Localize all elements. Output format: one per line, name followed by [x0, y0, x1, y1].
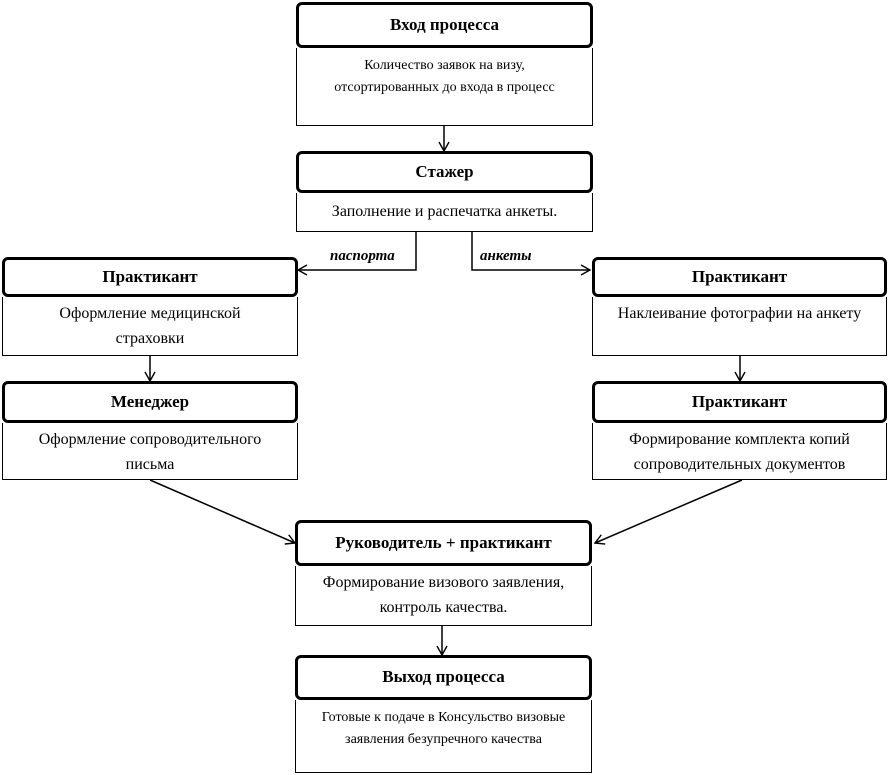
- node-title: Руководитель + практикант: [295, 520, 592, 566]
- node-process-input: Вход процесса Количество заявок на визу,…: [296, 2, 593, 126]
- node-process-output: Выход процесса Готовые к подаче в Консул…: [295, 655, 592, 773]
- node-title: Практикант: [592, 257, 887, 297]
- arrow-trainee-to-intern-right: [471, 232, 592, 276]
- node-title: Вход процесса: [296, 2, 593, 48]
- edge-label-passports: паспорта: [330, 248, 395, 264]
- node-intern-left: Практикант Оформление медицинской страхо…: [2, 257, 298, 356]
- node-intern-right-2: Практикант Формирование комплекта копий …: [592, 381, 887, 480]
- node-text: Наклеивание фотографии на анкету: [592, 297, 887, 356]
- node-head-and-intern: Руководитель + практикант Формирование в…: [295, 520, 592, 626]
- node-title: Практикант: [2, 257, 298, 297]
- node-text: Оформление сопроводительного письма: [2, 423, 298, 480]
- arrow-manager-to-head-intern: [149, 479, 297, 545]
- arrow-trainee-to-intern-left: [296, 232, 417, 276]
- node-trainee: Стажер Заполнение и распечатка анкеты.: [296, 151, 593, 232]
- node-text: Оформление медицинской страховки: [2, 297, 298, 356]
- node-manager: Менеджер Оформление сопроводительного пи…: [2, 381, 298, 480]
- node-text: Формирование комплекта копий сопроводите…: [592, 423, 887, 480]
- node-text: Готовые к подаче в Консульство визовые з…: [295, 700, 592, 773]
- node-title: Практикант: [592, 381, 887, 423]
- node-intern-right: Практикант Наклеивание фотографии на анк…: [592, 257, 887, 356]
- edge-label-forms: анкеты: [480, 248, 532, 264]
- node-text: Формирование визового заявления, контрол…: [295, 566, 592, 626]
- node-text: Заполнение и распечатка анкеты.: [296, 193, 593, 232]
- node-text: Количество заявок на визу, отсортированн…: [296, 48, 593, 126]
- arrow-intern-right-2-to-head-intern: [593, 479, 743, 545]
- node-title: Менеджер: [2, 381, 298, 423]
- node-title: Выход процесса: [295, 655, 592, 700]
- node-title: Стажер: [296, 151, 593, 193]
